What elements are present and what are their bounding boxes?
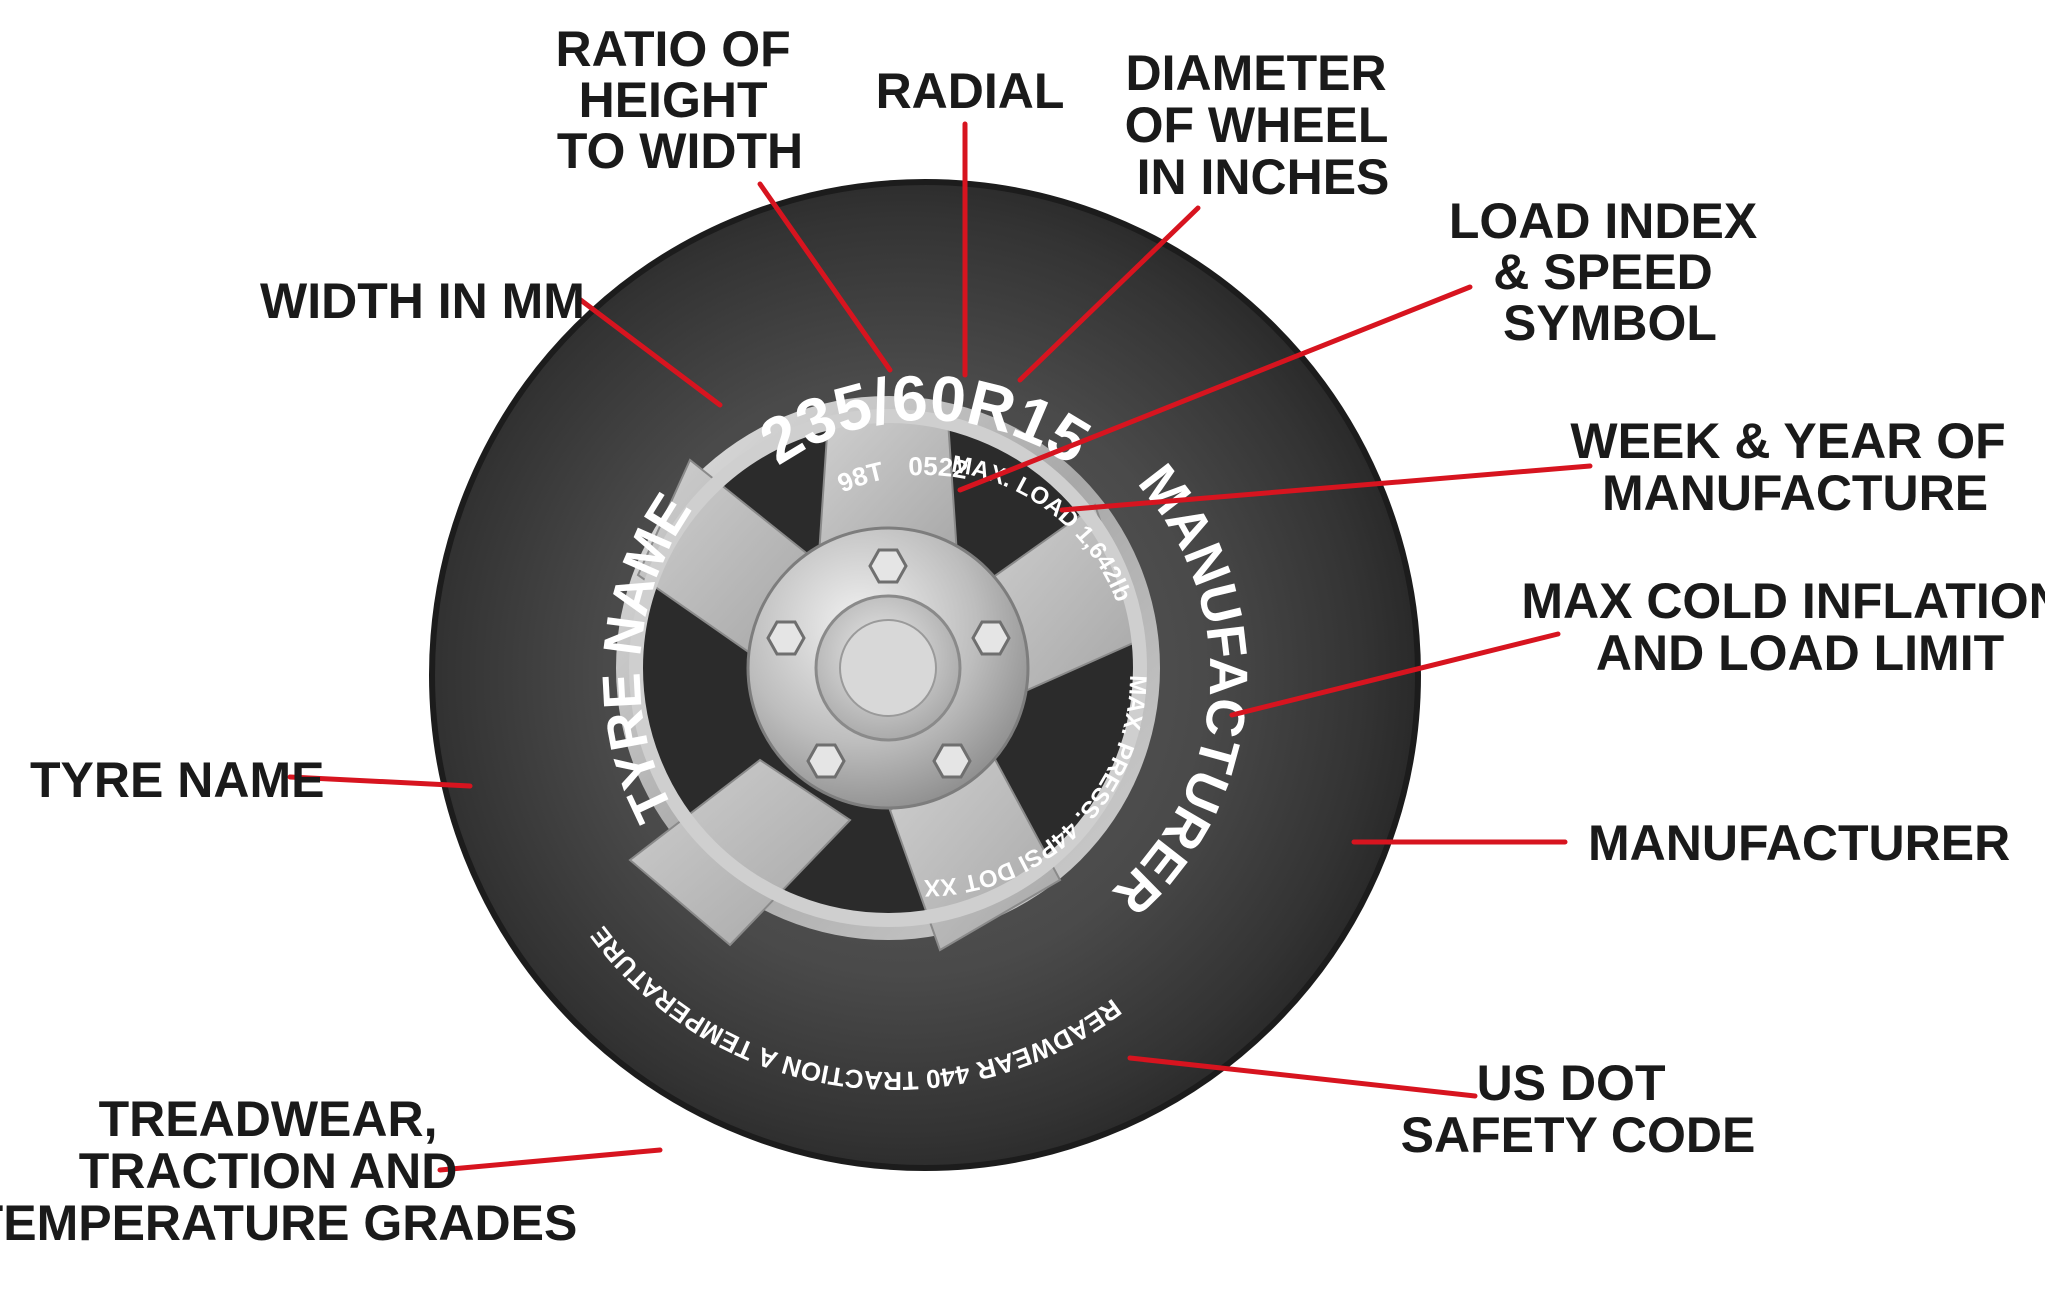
tyre-outline bbox=[429, 179, 1421, 1171]
spoke-bottom-left bbox=[628, 758, 852, 947]
lug-nut-icon bbox=[932, 743, 972, 779]
leader-load-index bbox=[957, 284, 1473, 493]
leader-week-year bbox=[1059, 463, 1593, 513]
lug-nut-icon bbox=[971, 620, 1011, 656]
callout-labels: RATIO OF HEIGHT TO WIDTH RADIAL DIAMETER… bbox=[0, 21, 2045, 1251]
label-us-dot: US DOT SAFETY CODE bbox=[1401, 1055, 1756, 1163]
leader-ratio bbox=[757, 181, 893, 373]
label-manufacturer: MANUFACTURER bbox=[1588, 815, 2010, 871]
leader-diameter bbox=[1017, 205, 1201, 383]
label-max-cold: MAX COLD INFLATION AND LOAD LIMIT bbox=[1521, 573, 2045, 681]
rim-lip bbox=[629, 409, 1147, 927]
leader-treadwear bbox=[437, 1147, 663, 1173]
label-treadwear: TREADWEAR, TRACTION AND TEMPERATURE GRAD… bbox=[0, 1091, 577, 1251]
leader-us-dot bbox=[1127, 1055, 1478, 1099]
label-radial: RADIAL bbox=[876, 63, 1065, 119]
wheel-rim bbox=[616, 396, 1160, 952]
center-cap-inner bbox=[839, 619, 937, 717]
leader-max-cold bbox=[1229, 631, 1561, 718]
label-tyre-name: TYRE NAME bbox=[30, 752, 324, 808]
label-load-index: LOAD INDEX & SPEED SYMBOL bbox=[1449, 193, 1771, 351]
leader-width bbox=[575, 295, 723, 408]
lug-nut-icon bbox=[868, 548, 908, 584]
label-width: WIDTH IN MM bbox=[260, 273, 585, 329]
lug-nut-icon bbox=[766, 620, 806, 656]
leader-tyre-name bbox=[287, 774, 473, 789]
label-week-year: WEEK & YEAR OF MANUFACTURE bbox=[1570, 413, 2019, 521]
label-diameter: DIAMETER OF WHEEL IN INCHES bbox=[1125, 45, 1402, 205]
label-ratio: RATIO OF HEIGHT TO WIDTH bbox=[555, 21, 804, 179]
lug-nuts bbox=[766, 548, 1011, 779]
lug-nut-icon bbox=[806, 743, 846, 779]
leader-lines bbox=[287, 121, 1593, 1173]
